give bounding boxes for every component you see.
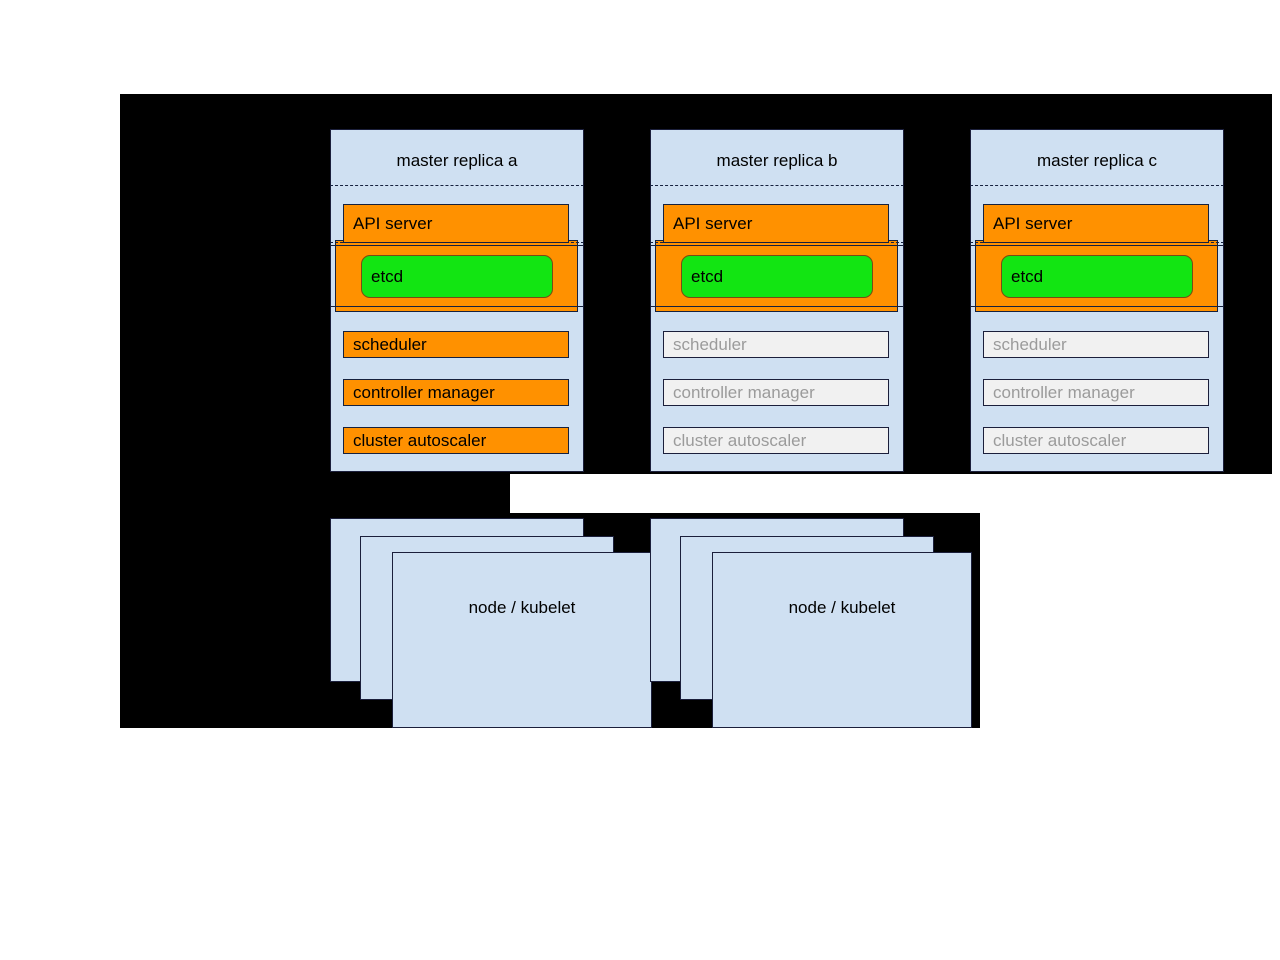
node-stack-left-label: node / kubelet — [468, 597, 576, 617]
master-replica-b-title: master replica b — [716, 150, 838, 170]
replica-a-scheduler-label: scheduler — [353, 335, 427, 354]
replica-b-cluster-autoscaler-label: cluster autoscaler — [673, 431, 807, 450]
replica-c-etcd-container-top-rule — [970, 245, 1224, 246]
replica-c-etcd[interactable] — [1001, 255, 1193, 298]
replica-c-cluster-autoscaler[interactable] — [983, 427, 1209, 454]
replica-b-etcd-container-bottom-rule — [650, 306, 904, 307]
replica-c-cluster-autoscaler-label: cluster autoscaler — [993, 431, 1127, 450]
replica-b-controller-manager[interactable] — [663, 379, 889, 406]
replica-c-scheduler-label: scheduler — [993, 335, 1067, 354]
replica-b-divider-api — [650, 242, 904, 243]
node-stack-right-front[interactable] — [712, 552, 972, 728]
replica-c-controller-manager[interactable] — [983, 379, 1209, 406]
replica-a-scheduler[interactable] — [343, 331, 569, 358]
backdrop-left-notch — [120, 474, 510, 514]
replica-a-divider-api — [330, 242, 584, 243]
replica-b-cluster-autoscaler[interactable] — [663, 427, 889, 454]
replica-b-etcd-container-top-rule — [650, 245, 904, 246]
replica-b-etcd-label: etcd — [691, 267, 724, 286]
replica-a-divider-header — [330, 185, 584, 186]
replica-a-api-server-label: API server — [353, 214, 433, 233]
node-stack-left-front[interactable] — [392, 552, 652, 728]
replica-c-scheduler[interactable] — [983, 331, 1209, 358]
replica-a-etcd-label: etcd — [371, 267, 404, 286]
node-stack-right-label: node / kubelet — [788, 597, 896, 617]
replica-b-api-server[interactable] — [663, 204, 889, 243]
replica-b-scheduler-label: scheduler — [673, 335, 747, 354]
replica-a-etcd[interactable] — [361, 255, 553, 298]
replica-c-divider-header — [970, 185, 1224, 186]
replica-a-controller-manager[interactable] — [343, 379, 569, 406]
replica-c-api-server-label: API server — [993, 214, 1073, 233]
master-replica-c-title: master replica c — [1037, 150, 1157, 170]
replica-a-etcd-container-bottom-rule — [330, 306, 584, 307]
replica-a-cluster-autoscaler[interactable] — [343, 427, 569, 454]
replica-c-etcd-label: etcd — [1011, 267, 1044, 286]
replica-a-api-server[interactable] — [343, 204, 569, 243]
replica-c-divider-api — [970, 242, 1224, 243]
replica-b-etcd[interactable] — [681, 255, 873, 298]
replica-b-divider-header — [650, 185, 904, 186]
replica-a-cluster-autoscaler-label: cluster autoscaler — [353, 431, 487, 450]
replica-c-etcd-container-bottom-rule — [970, 306, 1224, 307]
replica-b-controller-manager-label: controller manager — [673, 383, 815, 402]
replica-a-controller-manager-label: controller manager — [353, 383, 495, 402]
master-replica-a-title: master replica a — [396, 150, 518, 170]
replica-b-api-server-label: API server — [673, 214, 753, 233]
replica-b-scheduler[interactable] — [663, 331, 889, 358]
replica-a-etcd-container-top-rule — [330, 245, 584, 246]
replica-c-controller-manager-label: controller manager — [993, 383, 1135, 402]
